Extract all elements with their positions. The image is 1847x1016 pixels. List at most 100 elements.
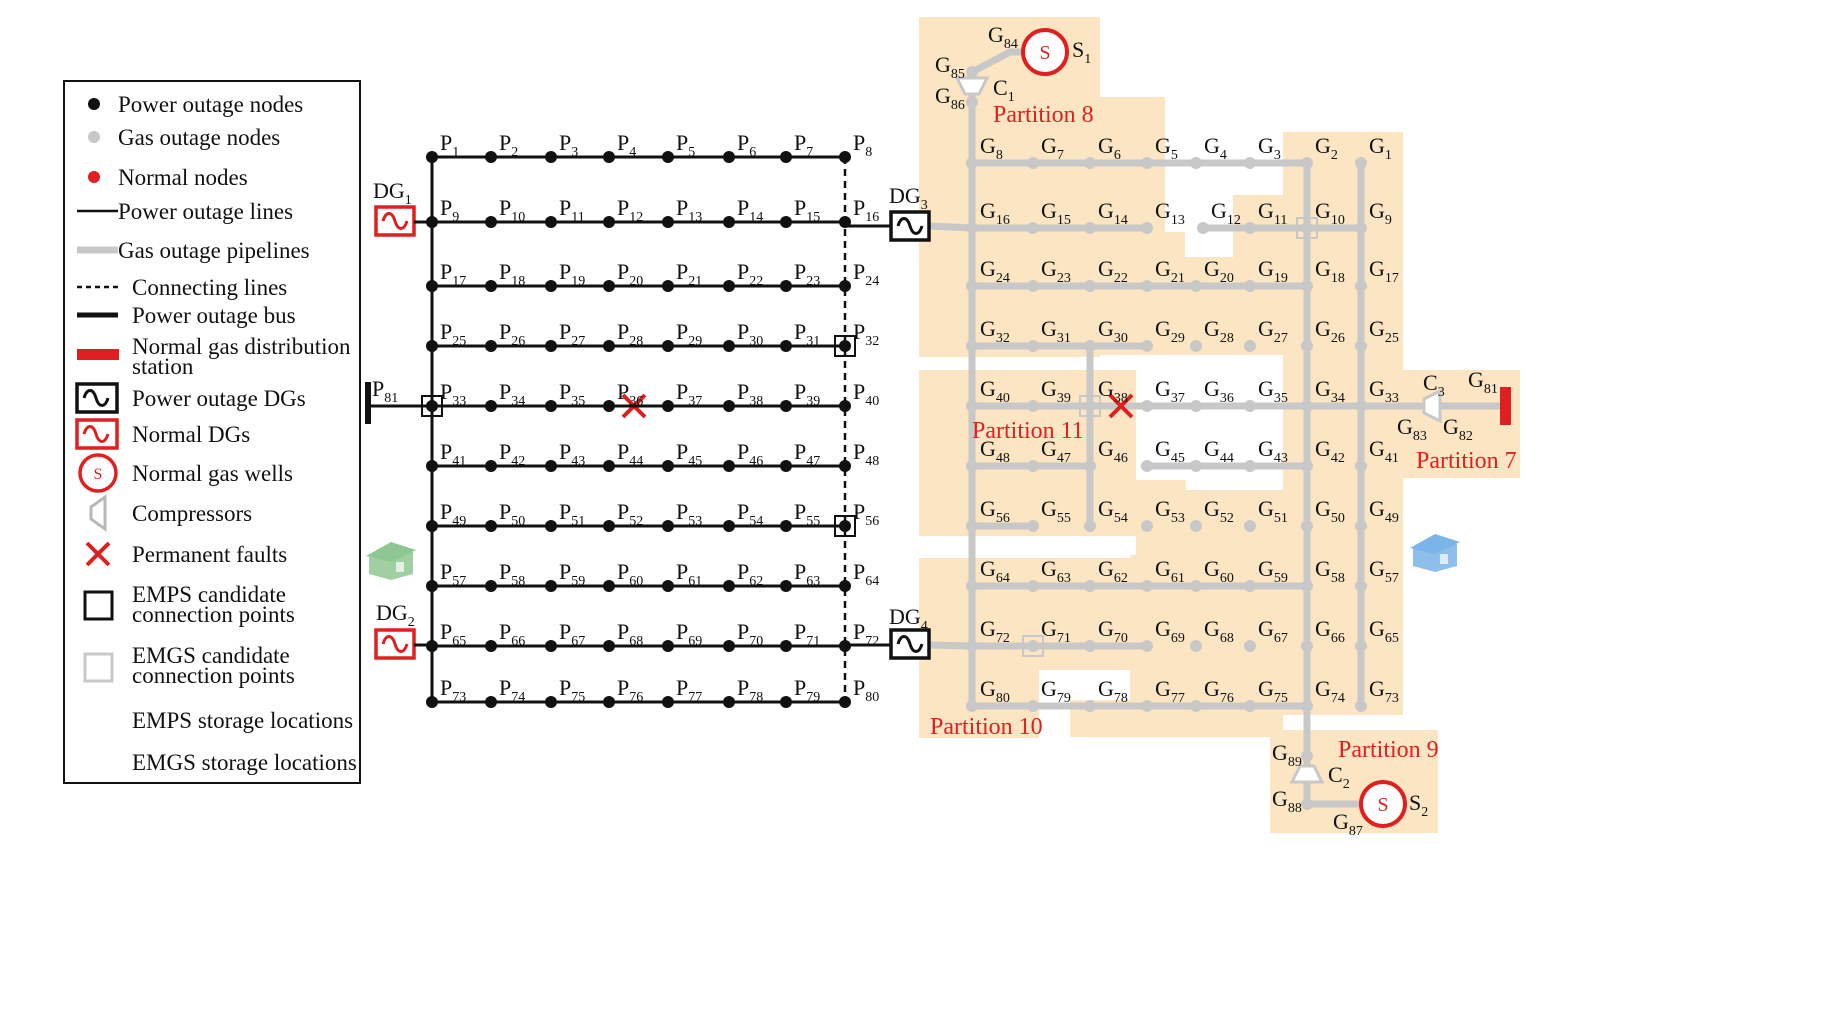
gas-label-g79-main: G xyxy=(1041,676,1057,701)
gas-label-g75: G75 xyxy=(1258,676,1288,706)
partition-block xyxy=(1136,538,1283,556)
gas-label-g14-main: G xyxy=(1098,198,1114,223)
power-label-p43: P43 xyxy=(559,439,585,469)
gas-label-g72-main: G xyxy=(980,616,996,641)
legend-label-line: Normal gas wells xyxy=(132,461,293,486)
partition-block xyxy=(1186,490,1283,546)
gas-label-g12: G12 xyxy=(1211,198,1241,228)
power-label-p47-main: P xyxy=(794,439,806,464)
gas-label-g68: G68 xyxy=(1204,616,1234,646)
power-label-p68: P68 xyxy=(617,619,643,649)
power-label-p35-sub: 35 xyxy=(571,394,585,409)
power-label-p78-main: P xyxy=(737,675,749,700)
power-node xyxy=(426,460,438,472)
gas-label-g34: G34 xyxy=(1315,376,1345,406)
gas-node-g57 xyxy=(1355,580,1367,592)
gas-label-g76-sub: 76 xyxy=(1220,691,1234,706)
power-label-p5: P5 xyxy=(676,130,695,160)
power-label-p60: P60 xyxy=(617,559,643,589)
gas-label-g65-sub: 65 xyxy=(1385,631,1399,646)
power-node xyxy=(723,696,735,708)
gas-label-g89: G89 xyxy=(1272,740,1302,770)
power-node xyxy=(780,580,792,592)
gas-node-g43 xyxy=(1244,460,1256,472)
compressor-label-c2-sub: 2 xyxy=(1343,777,1350,792)
gas-label-g6-main: G xyxy=(1098,133,1114,158)
gas-label-g58-sub: 58 xyxy=(1331,571,1345,586)
dg-dg4-icon-wave xyxy=(896,635,924,653)
legend-label-normal-node: Normal nodes xyxy=(118,165,248,190)
dg-label-dg2: DG2 xyxy=(376,600,415,630)
power-label-p69: P69 xyxy=(676,619,702,649)
power-label-p33: P33 xyxy=(440,379,466,409)
power-label-p78-sub: 78 xyxy=(749,690,763,705)
gas-label-g57-sub: 57 xyxy=(1385,571,1399,586)
gas-label-g35-main: G xyxy=(1258,376,1274,401)
power-label-p9: P9 xyxy=(440,195,459,225)
power-label-p10: P10 xyxy=(499,195,525,225)
gas-label-g16: G16 xyxy=(980,198,1010,228)
power-label-p18-main: P xyxy=(499,259,511,284)
power-label-p48-main: P xyxy=(853,439,865,464)
power-label-p27-sub: 27 xyxy=(571,334,585,349)
power-node xyxy=(839,400,851,412)
power-label-p59: P59 xyxy=(559,559,585,589)
gas-node-g51 xyxy=(1244,520,1256,532)
gas-node-g1 xyxy=(1355,157,1367,169)
gas-node-g69 xyxy=(1141,640,1153,652)
gas-node-g5 xyxy=(1141,157,1153,169)
gas-label-g8-sub: 8 xyxy=(996,148,1003,163)
gas-label-g89-sub: 89 xyxy=(1288,755,1302,770)
power-label-p14-main: P xyxy=(737,195,749,220)
power-node xyxy=(662,460,674,472)
power-label-p76-main: P xyxy=(617,675,629,700)
gas-label-g31-sub: 31 xyxy=(1057,331,1071,346)
power-label-p64-main: P xyxy=(853,559,865,584)
gas-label-g40-sub: 40 xyxy=(996,391,1010,406)
power-label-p22-main: P xyxy=(737,259,749,284)
power-label-p79-sub: 79 xyxy=(806,690,820,705)
power-node xyxy=(723,580,735,592)
power-node xyxy=(545,640,557,652)
power-label-p2: P2 xyxy=(499,130,518,160)
power-label-p43-main: P xyxy=(559,439,571,464)
gas-label-g61-main: G xyxy=(1155,556,1171,581)
power-label-p18-sub: 18 xyxy=(511,274,525,289)
power-node xyxy=(426,580,438,592)
power-label-p14-sub: 14 xyxy=(749,210,763,225)
power-label-p20-sub: 20 xyxy=(629,274,643,289)
gas-label-g25-sub: 25 xyxy=(1385,331,1399,346)
power-label-p13: P13 xyxy=(676,195,702,225)
power-node xyxy=(485,696,497,708)
gas-label-g81-sub: 81 xyxy=(1484,382,1498,397)
gas-label-g3: G3 xyxy=(1258,133,1281,163)
gas-node-g31 xyxy=(1027,340,1039,352)
gas-label-g62-main: G xyxy=(1098,556,1114,581)
dg-label-dg4-main: DG xyxy=(889,604,921,629)
power-label-p8: P8 xyxy=(853,130,872,160)
legend-fault-icon xyxy=(85,541,111,567)
power-label-p7: P7 xyxy=(794,130,813,160)
power-label-p2-sub: 2 xyxy=(511,145,518,160)
gas-label-g66-sub: 66 xyxy=(1331,631,1345,646)
gas-label-g34-main: G xyxy=(1315,376,1331,401)
power-label-p27: P27 xyxy=(559,319,585,349)
gas-label-g73-sub: 73 xyxy=(1385,691,1399,706)
power-label-p49-main: P xyxy=(440,499,452,524)
gas-label-g10-main: G xyxy=(1315,198,1331,223)
power-bus-label-sub: 81 xyxy=(384,391,398,406)
dg-label-dg3-sub: 3 xyxy=(921,198,928,213)
power-label-p7-sub: 7 xyxy=(806,145,813,160)
gas-label-g80-sub: 80 xyxy=(996,691,1010,706)
power-label-p11-sub: 11 xyxy=(571,210,584,225)
emps-candidate-point-icon xyxy=(834,515,856,537)
gas-label-g27: G27 xyxy=(1258,316,1288,346)
gas-node-g14 xyxy=(1084,222,1096,234)
power-node xyxy=(723,400,735,412)
legend-label-line: connection points xyxy=(132,602,295,627)
power-label-p62-main: P xyxy=(737,559,749,584)
power-label-p61: P61 xyxy=(676,559,702,589)
gas-label-g43: G43 xyxy=(1258,436,1288,466)
power-label-p15-sub: 15 xyxy=(806,210,820,225)
power-label-p38-main: P xyxy=(737,379,749,404)
